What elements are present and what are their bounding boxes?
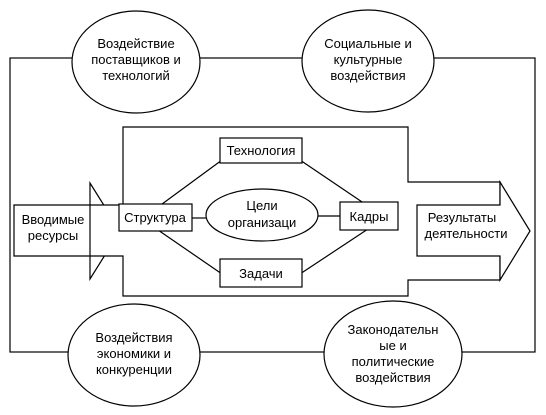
social-line-3: воздействия	[330, 68, 405, 83]
connector-tasks-staff	[299, 228, 369, 275]
outputs-line-1: Результаты	[428, 210, 496, 225]
inputs-line-2: ресурсы	[28, 228, 78, 243]
economy-line-3: конкуренции	[96, 362, 172, 377]
suppliers-influence-node	[71, 10, 201, 114]
center-line-1: Цели	[246, 198, 277, 213]
legal-line-3: политические	[352, 354, 435, 369]
suppliers-line-3: технологий	[102, 68, 170, 83]
environment-frame	[9, 57, 536, 353]
social-line-1: Социальные и	[324, 36, 412, 51]
technology-label: Технология	[227, 143, 296, 158]
tasks-label: Задачи	[239, 266, 283, 281]
economy-line-1: Воздействия	[95, 330, 172, 345]
inputs-line-1: Вводимые	[22, 212, 85, 227]
social-line-2: культурные	[334, 52, 403, 67]
legal-line-2: ые и	[379, 338, 406, 353]
output-results-arrow	[416, 179, 531, 283]
tasks-node	[219, 258, 303, 288]
connector-tech-staff	[299, 159, 369, 207]
outputs-line-2: деятельности	[425, 226, 508, 241]
staff-node	[339, 201, 399, 231]
social-influence-node	[301, 9, 435, 113]
legal-line-1: Законодательн	[348, 322, 439, 337]
economy-line-2: экономики и	[97, 346, 171, 361]
staff-label: Кадры	[350, 209, 389, 224]
connector-tasks-structure	[157, 229, 223, 275]
legal-influence-node	[323, 300, 463, 408]
legal-line-4: воздействия	[355, 370, 430, 385]
organization-goals-node	[205, 188, 319, 242]
connector-tech-structure	[157, 159, 223, 208]
economy-influence-node	[67, 303, 201, 407]
technology-node	[219, 137, 303, 164]
suppliers-line-1: Воздействие	[97, 36, 174, 51]
structure-label: Структура	[124, 210, 186, 225]
center-line-2: организаци	[228, 215, 297, 230]
suppliers-line-2: поставщиков и	[91, 52, 181, 67]
structure-node	[118, 203, 193, 232]
